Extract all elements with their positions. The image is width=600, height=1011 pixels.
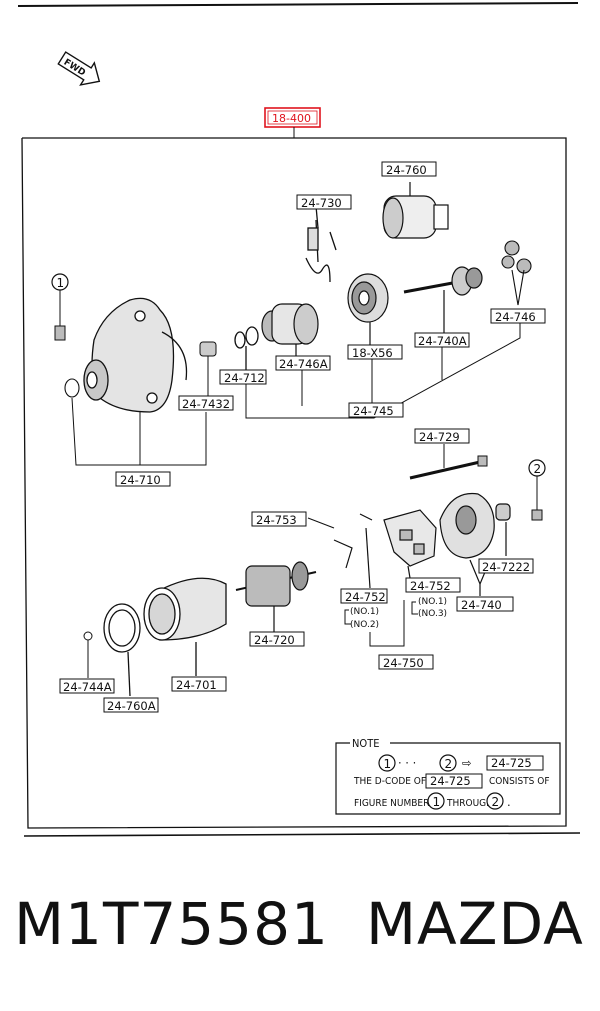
sub-label-left-no2: (NO.2) xyxy=(350,620,379,630)
front-housing-drawing xyxy=(83,297,188,413)
note-code: 24-725 xyxy=(491,756,532,770)
planetary-gears-drawing xyxy=(501,240,532,306)
label-24-750: 24-750 xyxy=(383,656,424,670)
note-dots: · · · xyxy=(398,756,416,770)
parts-diagram: FWD 18-400 1 xyxy=(17,2,581,837)
label-24-712: 24-712 xyxy=(224,371,265,385)
yoke-drawing xyxy=(143,577,227,676)
note-line3-end: . xyxy=(507,795,511,809)
label-24-752-left: 24-752 xyxy=(345,590,386,604)
sub-label-left-no1: (NO.1) xyxy=(350,607,379,617)
assembly-frame xyxy=(21,137,567,829)
label-24-710: 24-710 xyxy=(120,473,161,487)
label-24-744A: 24-744A xyxy=(63,680,112,694)
callout-1-label: 1 xyxy=(57,276,65,290)
o-ring-drawing xyxy=(64,378,80,398)
cover-ring-drawing xyxy=(103,603,141,697)
label-24-740A: 24-740A xyxy=(418,334,467,348)
note-box: NOTE 1 · · · 2 ⇨ 24-725 THE D-CODE OF 24… xyxy=(335,737,561,815)
callout-2-label: 2 xyxy=(534,462,542,476)
note-arrow-icon: ⇨ xyxy=(462,756,472,770)
label-24-720: 24-720 xyxy=(254,633,295,647)
fork-lever-drawing xyxy=(305,205,337,283)
armature-drawing xyxy=(235,561,317,632)
note-line2-pre: THE D-CODE OF xyxy=(353,776,426,787)
note-title: NOTE xyxy=(352,737,379,750)
assembly-code: 18-400 xyxy=(272,112,311,125)
part-labels xyxy=(59,161,546,713)
sub-label-right-no3: (NO.3) xyxy=(418,609,447,619)
label-24-729: 24-729 xyxy=(419,430,460,444)
label-24-760A: 24-760A xyxy=(107,699,156,713)
note-line2-code: 24-725 xyxy=(430,774,471,788)
pinion-gear-drawing xyxy=(261,303,319,360)
bolt-drawing xyxy=(54,325,66,341)
shaft-drawing xyxy=(403,266,483,334)
note-line3-callout-2: 2 xyxy=(492,795,500,809)
rings-drawing xyxy=(234,326,259,370)
part-number: M1T75581 xyxy=(14,890,329,958)
label-24-753: 24-753 xyxy=(256,513,297,527)
label-24-730: 24-730 xyxy=(301,196,342,210)
brand-name: MAZDA xyxy=(366,890,584,958)
note-callout-2: 2 xyxy=(445,757,453,771)
label-24-760: 24-760 xyxy=(386,163,427,177)
note-line3-mid: THROUGH xyxy=(446,798,493,809)
label-24-746: 24-746 xyxy=(495,310,536,324)
label-24-7432: 24-7432 xyxy=(182,397,230,411)
sub-label-brackets xyxy=(344,601,418,625)
bushing-drawing xyxy=(199,341,217,357)
note-line3-callout-1: 1 xyxy=(433,795,441,809)
clutch-drawing xyxy=(347,273,389,345)
rear-cover-drawing xyxy=(439,492,511,596)
sub-label-right-no1: (NO.1) xyxy=(418,597,447,607)
label-24-745: 24-745 xyxy=(353,404,394,418)
label-24-701: 24-701 xyxy=(176,678,217,692)
footer: M1T75581 MAZDA xyxy=(0,890,600,980)
label-24-7222: 24-7222 xyxy=(482,560,530,574)
top-rule xyxy=(17,2,579,7)
assembly-code-highlight xyxy=(264,107,321,128)
label-24-740: 24-740 xyxy=(461,598,502,612)
note-callout-1: 1 xyxy=(384,757,392,771)
label-24-752-right: 24-752 xyxy=(410,579,451,593)
fwd-arrow-icon: FWD xyxy=(57,51,101,86)
washer-drawing xyxy=(83,631,93,641)
label-18-X56: 18-X56 xyxy=(352,346,393,360)
leader-lines-bottom xyxy=(307,517,405,647)
leader-lines-top xyxy=(71,322,521,466)
brush-holder-drawing xyxy=(333,509,437,589)
screw-drawing xyxy=(531,509,543,521)
through-bolt-drawing xyxy=(409,444,488,480)
note-line2-post: CONSISTS OF xyxy=(489,776,550,787)
label-24-746A: 24-746A xyxy=(279,357,328,371)
bottom-rule xyxy=(23,832,581,837)
note-line3-pre: FIGURE NUMBERS xyxy=(354,798,435,809)
solenoid-drawing xyxy=(382,182,449,239)
